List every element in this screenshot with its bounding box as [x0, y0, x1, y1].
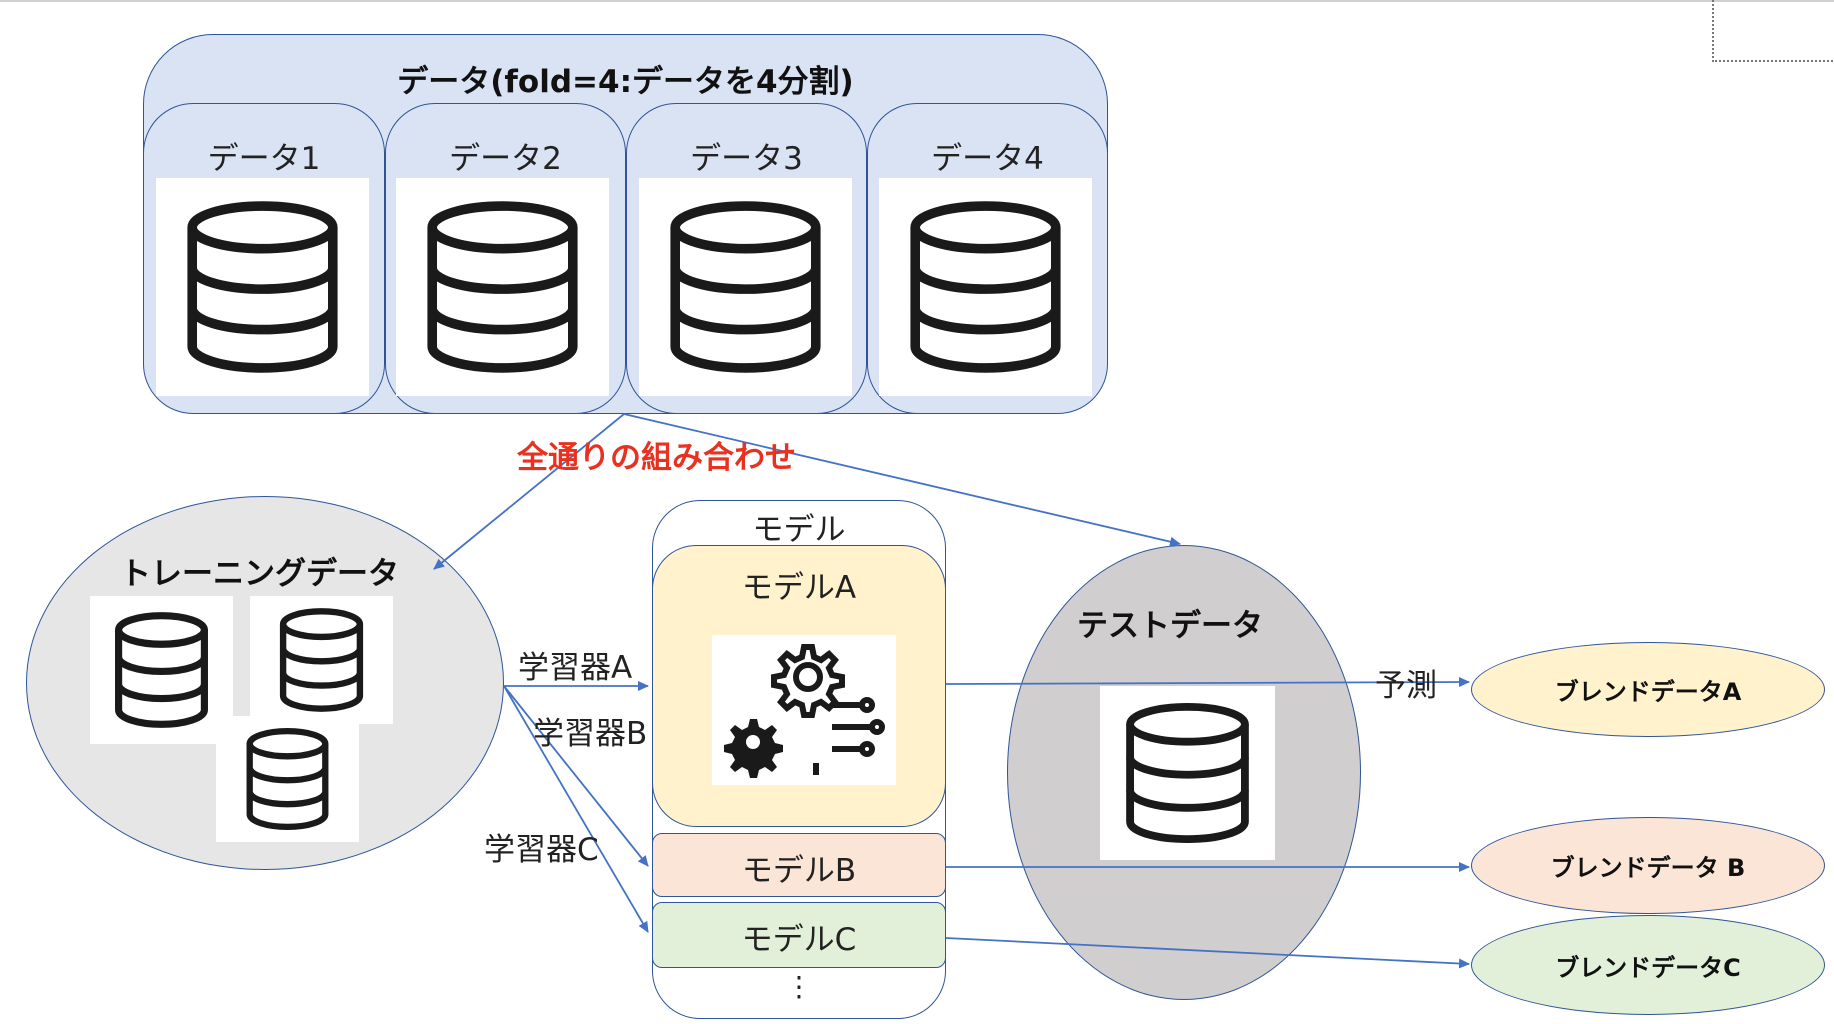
model-ellipsis: ⋮ — [785, 970, 813, 1003]
blend-data-b: ブレンドデータ B — [1471, 817, 1825, 914]
model-c-label: モデルC — [741, 922, 857, 958]
learner-a-label: 学習器A — [518, 650, 633, 686]
dashed-corner-mark — [1712, 0, 1834, 62]
arrow-predict-a — [945, 677, 1470, 688]
test-data-title: テストデータ — [1077, 608, 1263, 644]
arrow-to-training — [433, 413, 625, 570]
data-part-1-label: データ1 — [207, 141, 321, 177]
database-icon — [1100, 686, 1275, 860]
arrow-learner-c — [503, 685, 649, 933]
gear-circuit-icon — [712, 635, 896, 785]
model-a-label: モデルA — [741, 570, 857, 606]
database-icon — [250, 596, 393, 724]
data-part-3-label: データ3 — [690, 141, 803, 177]
database-icon — [396, 178, 609, 396]
database-icon — [216, 716, 359, 842]
training-data-title: トレーニングデータ — [120, 556, 399, 592]
combination-label: 全通りの組み合わせ — [517, 440, 796, 476]
learner-b-label: 学習器B — [533, 716, 648, 752]
arrow-to-test — [623, 413, 1181, 547]
predict-label: 予測 — [1375, 668, 1437, 704]
model-c-box — [652, 902, 946, 968]
blend-data-c-label: ブレンドデータC — [1555, 953, 1741, 982]
model-b-box — [652, 833, 946, 897]
data-part-2-label: データ2 — [449, 141, 562, 177]
database-icon — [90, 596, 233, 744]
database-icon — [639, 178, 852, 396]
blend-data-a-label: ブレンドデータA — [1554, 678, 1742, 706]
blend-data-a: ブレンドデータA — [1471, 642, 1825, 737]
database-icon — [156, 178, 369, 396]
data-part-4-label: データ4 — [931, 141, 1044, 177]
data-group-title: データ(fold=4:データを4分割) — [397, 64, 854, 100]
blend-data-b-label: ブレンドデータ B — [1550, 854, 1746, 882]
learner-c-label: 学習器C — [484, 832, 599, 868]
database-icon — [879, 178, 1092, 396]
arrow-predict-c — [945, 937, 1470, 969]
model-container-title: モデル — [752, 512, 846, 548]
blend-data-c: ブレンドデータC — [1471, 915, 1825, 1015]
model-b-label: モデルB — [741, 853, 857, 889]
top-border-line — [0, 0, 1834, 2]
arrow-learner-b — [503, 685, 649, 867]
